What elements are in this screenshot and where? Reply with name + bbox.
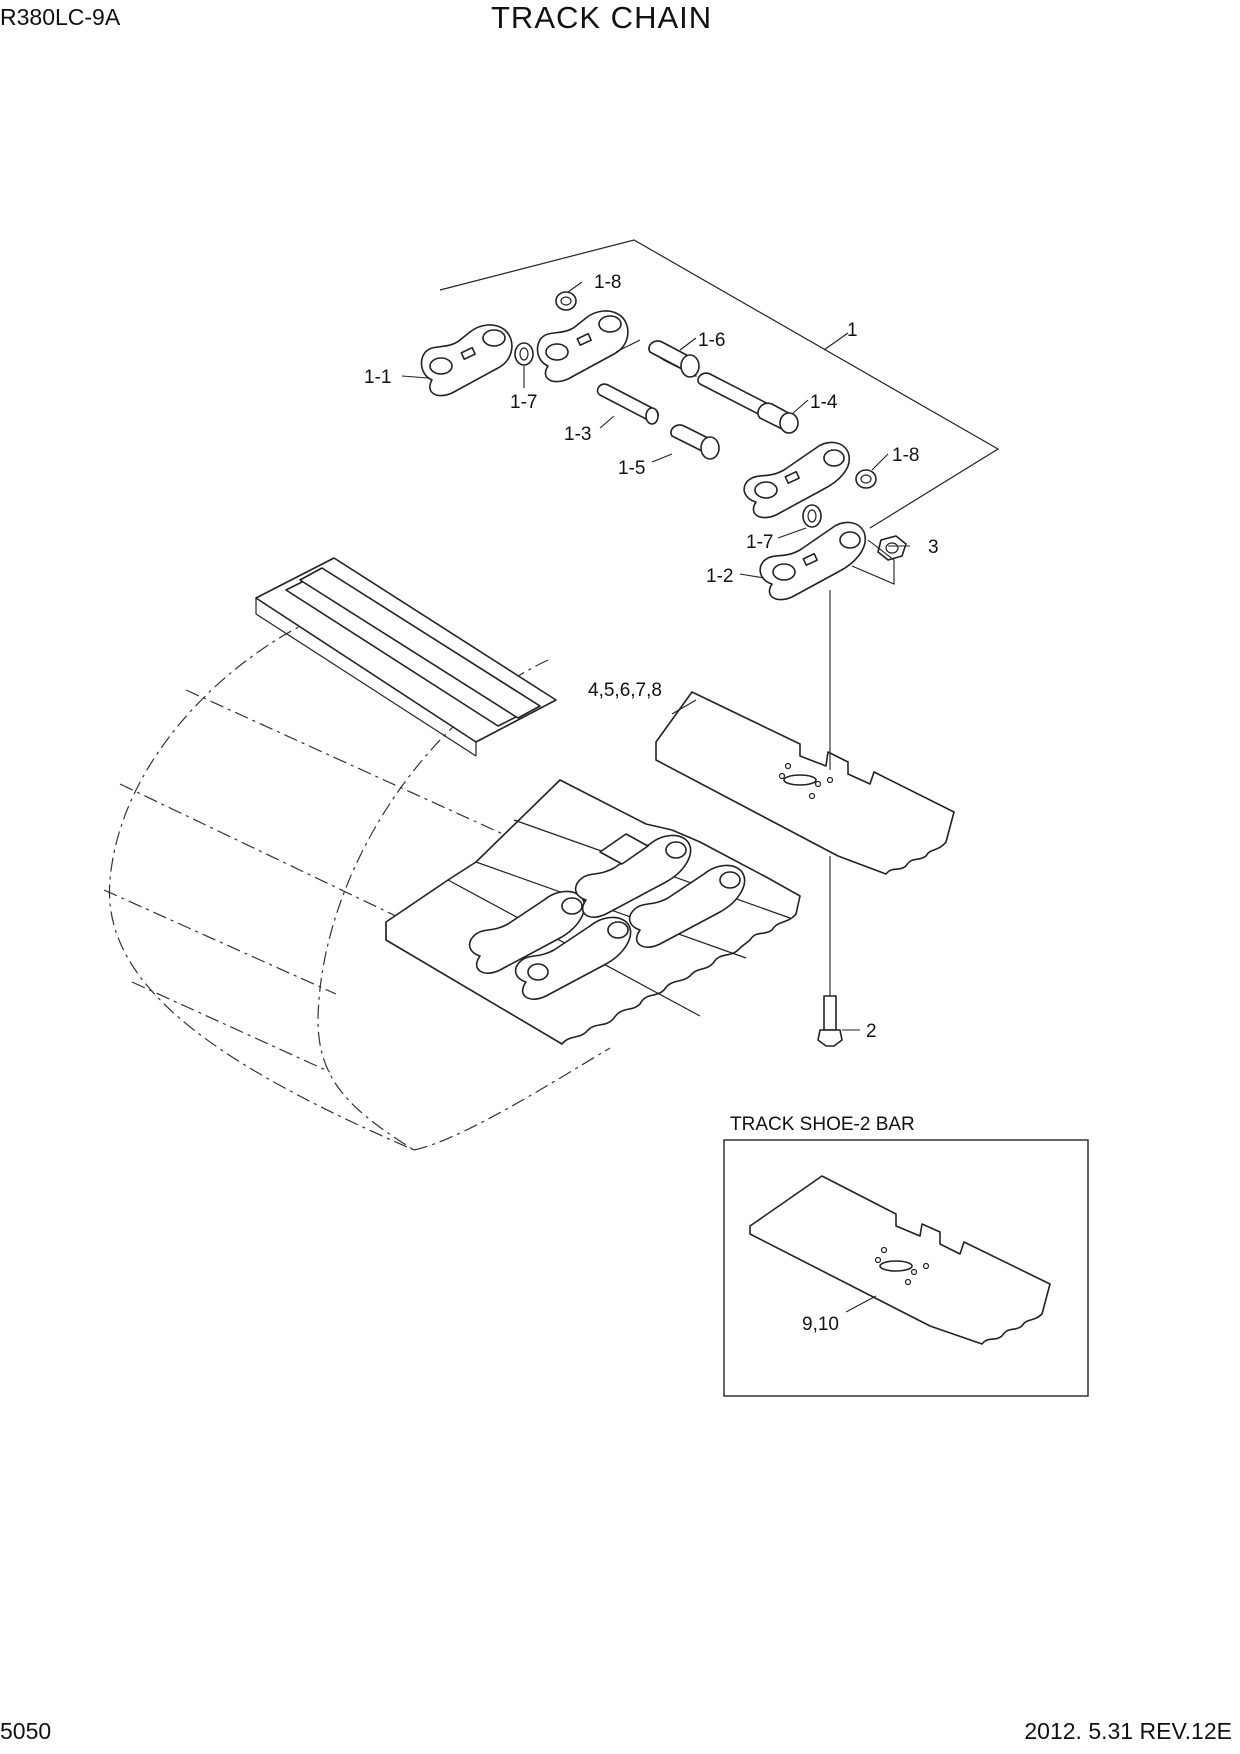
callout-1-1: 1-1 bbox=[364, 367, 391, 388]
assembled-links bbox=[468, 833, 746, 1000]
callout-1-8-upper: 1-8 bbox=[594, 272, 621, 293]
seal-1-8-lower bbox=[855, 469, 877, 489]
seal-1-8-upper bbox=[555, 291, 577, 311]
callout-1-3: 1-3 bbox=[564, 424, 591, 445]
callout-1: 1 bbox=[847, 320, 858, 341]
model-name: R380LC-9A bbox=[0, 4, 121, 30]
inset-title: TRACK SHOE-2 BAR bbox=[730, 1114, 915, 1135]
callout-1-4: 1-4 bbox=[810, 392, 838, 413]
callout-1-7-lower: 1-7 bbox=[746, 532, 773, 553]
assembly-bracket bbox=[439, 239, 1000, 529]
callout-9-10: 9,10 bbox=[802, 1314, 839, 1335]
page-title: TRACK CHAIN bbox=[491, 0, 713, 35]
pin-1-4 bbox=[697, 372, 799, 434]
nut-3 bbox=[877, 535, 907, 561]
seal-1-7-lower bbox=[802, 504, 822, 528]
bushing-1-5 bbox=[670, 424, 720, 460]
callout-3: 3 bbox=[928, 537, 939, 558]
link-1-1 bbox=[420, 324, 513, 397]
top-grouser-plate bbox=[255, 557, 557, 757]
callout-1-6: 1-6 bbox=[698, 330, 725, 351]
bolt-2 bbox=[817, 590, 843, 1047]
callout-leaders bbox=[401, 281, 910, 1031]
pin-1-3 bbox=[596, 383, 659, 425]
callout-4-5-6-7-8: 4,5,6,7,8 bbox=[588, 680, 662, 701]
inset-panel bbox=[723, 1139, 1089, 1397]
callout-2: 2 bbox=[866, 1021, 877, 1042]
link-1-2-inner bbox=[743, 441, 851, 519]
bushing-1-6 bbox=[648, 340, 700, 378]
seal-1-7-upper bbox=[514, 342, 534, 366]
callout-1-8-lower: 1-8 bbox=[892, 445, 919, 466]
callout-1-2: 1-2 bbox=[706, 566, 733, 587]
link-1-1-inner bbox=[536, 310, 629, 383]
page-number: 5050 bbox=[0, 1718, 52, 1744]
link-1-2 bbox=[759, 521, 867, 601]
track-shoe bbox=[655, 691, 955, 875]
callout-1-7-upper: 1-7 bbox=[510, 392, 537, 413]
revision-date: 2012. 5.31 REV.12E bbox=[1024, 1718, 1232, 1744]
callout-1-5: 1-5 bbox=[618, 458, 645, 479]
